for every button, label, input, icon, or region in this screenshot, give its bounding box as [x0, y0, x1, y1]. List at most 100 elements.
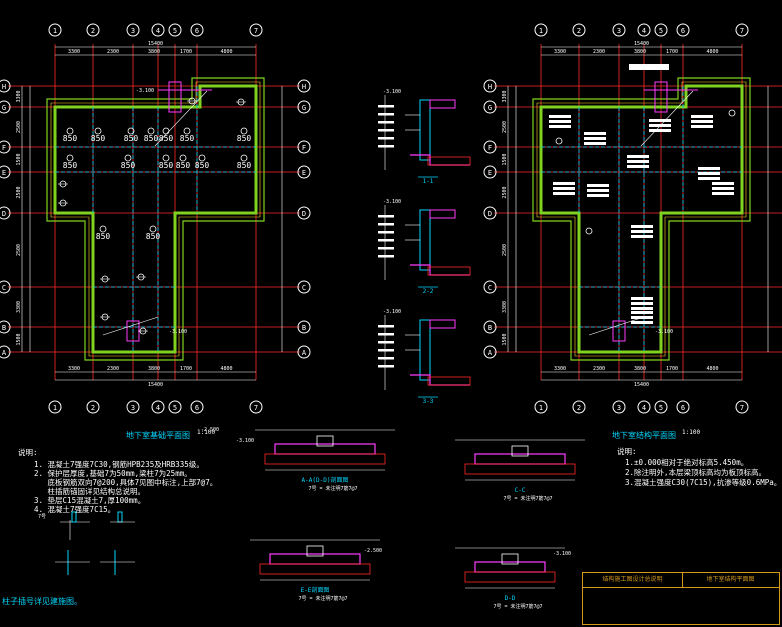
annotation-text-block: [712, 182, 734, 185]
dimension-text: 2500: [502, 244, 508, 256]
dimension-text: 2300: [593, 49, 605, 55]
right-notes-heading: 说明:: [617, 447, 637, 456]
grid-bubble: [612, 400, 626, 414]
grid-bubble: [0, 345, 11, 359]
annotation-text-block: [584, 142, 606, 145]
grid-bubble: [297, 140, 311, 154]
section-footing: [427, 156, 471, 166]
dimension-text: 1700: [666, 366, 678, 372]
stair-opening: [654, 81, 668, 113]
grid-bubble: [654, 400, 668, 414]
section-note: [378, 365, 394, 368]
grid-bubble: [483, 345, 497, 359]
dimension-text: 1500: [16, 333, 22, 345]
grid-bubble-label: F: [488, 144, 492, 152]
section-title: E-E剖面图: [301, 586, 330, 594]
grid-bubble-label: 4: [156, 27, 160, 35]
grid-bubble: [86, 23, 100, 37]
grid-bubble-label: 2: [91, 27, 95, 35]
annotation-text-block: [631, 321, 653, 324]
pile-cap-label: 850: [195, 161, 210, 170]
grid-bubble: [483, 206, 497, 220]
grid-bubble: [572, 23, 586, 37]
title-block-cell: 地下室结构平面图: [682, 573, 779, 588]
pile-symbol: [728, 109, 736, 117]
dimension-text: 4800: [706, 366, 718, 372]
dimension-text: 2500: [502, 186, 508, 198]
section-wall: [419, 209, 431, 271]
pile-cap-label: 850: [237, 134, 252, 143]
grid-bubble-label: 3: [131, 27, 135, 35]
grid-bubble-label: 3: [617, 404, 621, 412]
grid-bubble-label: D: [2, 210, 6, 218]
section-beam: [429, 319, 456, 329]
pile-cap-label: 850: [91, 134, 106, 143]
dimension-text: 1500: [502, 333, 508, 345]
grid-bubble: [735, 400, 749, 414]
grid-bubble: [654, 23, 668, 37]
elevation-label: -3.100: [553, 551, 571, 557]
elevation-label: -3.100: [655, 329, 673, 335]
grid-bubble: [249, 23, 263, 37]
pile-symbol: [198, 154, 206, 162]
pile-symbol: [162, 154, 170, 162]
dimension-text: 15400: [634, 41, 649, 47]
annotation-text-block: [631, 235, 653, 238]
annotation-text-block: [649, 124, 671, 127]
section-note: [378, 121, 394, 124]
grid-bubble-label: D: [488, 210, 492, 218]
grid-bubble: [676, 23, 690, 37]
annotation-text-block: [587, 194, 609, 197]
section-note: [378, 341, 394, 344]
grid-bubble: [297, 320, 311, 334]
grid-bubble: [297, 100, 311, 114]
dimension-text: 3300: [502, 301, 508, 313]
left-plan-scale: 1:100: [197, 429, 216, 436]
pile-cap-label: 850: [144, 134, 159, 143]
dimension-text: 4800: [706, 49, 718, 55]
dimension-text: 2500: [16, 121, 22, 133]
pile-symbol: [555, 137, 563, 145]
pile-symbol: [94, 127, 102, 135]
detail-label: 7号: [38, 514, 46, 520]
dimension-text: 2500: [502, 121, 508, 133]
section-note: 7号 = 未注明7筋7@7: [298, 595, 347, 602]
dimension-text: 15400: [148, 41, 163, 47]
grid-bubble-label: E: [2, 169, 6, 177]
grid-bubble-label: H: [2, 83, 6, 91]
section-note: [378, 137, 394, 140]
elevation-label: -3.100: [236, 438, 254, 444]
section-beam: [429, 99, 456, 109]
grid-bubble-label: B: [2, 324, 6, 332]
grid-bubble-label: 6: [195, 27, 199, 35]
dimension-text: 2300: [107, 366, 119, 372]
section-wall: [419, 319, 431, 381]
dimension-text: 3300: [68, 49, 80, 55]
section-beam: [429, 209, 456, 219]
grid-bubble-label: 3: [617, 27, 621, 35]
grid-bubble-label: D: [302, 210, 306, 218]
section-title: 1-1: [423, 178, 434, 185]
right-note-line: 1.±0.000相对于绝对标高5.450m。: [625, 458, 749, 467]
left-note-line: 1. 混凝土7强度7C30,钢筋HPB235及HRB335级。: [34, 460, 204, 469]
leader-line: [640, 90, 694, 147]
annotation-text-block: [649, 129, 671, 132]
pile-cap-label: 850: [237, 161, 252, 170]
pile-cap-label: 850: [63, 161, 78, 170]
annotation-text-block: [631, 316, 653, 319]
right-plan-scale: 1:100: [682, 429, 701, 436]
grid-bubble: [190, 400, 204, 414]
grid-bubble-label: 2: [577, 404, 581, 412]
grid-bubble-label: 5: [659, 27, 663, 35]
dimension-text: 4800: [220, 366, 232, 372]
dimension-text: 3800: [148, 366, 160, 372]
annotation-text-block: [631, 302, 653, 305]
grid-bubble: [297, 165, 311, 179]
dimension-text: 3300: [68, 366, 80, 372]
grid-bubble-label: 7: [254, 404, 258, 412]
grid-bubble-label: F: [302, 144, 306, 152]
grid-bubble: [0, 320, 11, 334]
left-note-line: 柱插筋锚固详见结构总说明。: [34, 487, 146, 496]
grid-bubble-label: 4: [642, 27, 646, 35]
